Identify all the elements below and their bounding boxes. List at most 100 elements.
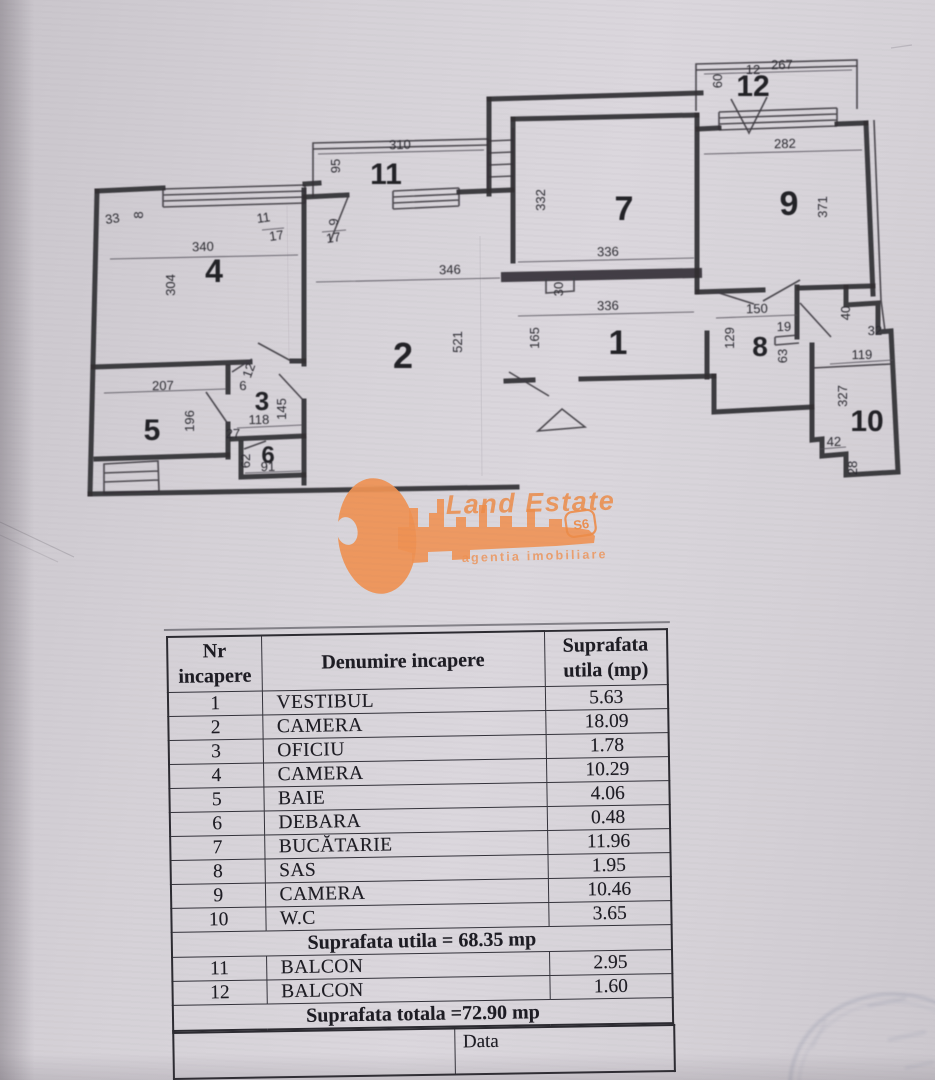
room-number: 9 [780,185,799,223]
dimension-label: 336 [597,298,619,313]
watermark-badge: S6 [572,516,590,533]
dimension-label: 9 [326,218,341,225]
data-label-cell: Data [454,1025,675,1075]
dimension-label: 267 [771,57,793,72]
key-hole [336,517,358,545]
cell-area: 3.65 [548,900,672,927]
dimension-label: 28 [845,461,860,475]
dimension-label: 521 [450,331,465,353]
cell-area: 4.06 [546,780,670,807]
room-number: 1 [609,324,628,362]
dimension-label: 11 [256,209,271,226]
dimension-label: 95 [328,159,343,173]
cell-nr: 3 [168,738,264,765]
dimension-label: 145 [274,398,289,420]
cell-area: 1.60 [549,973,673,1000]
cell-area: 0.48 [546,804,671,831]
room-number: 2 [393,335,413,376]
dimension-label: 19 [777,319,792,334]
dimension-label: 40 [838,306,853,320]
room-number: 10 [850,405,883,438]
cell-nr: 7 [170,834,265,861]
dimension-label: 207 [152,378,174,393]
room-number: 5 [144,414,161,447]
cell-area: 10.46 [547,876,672,903]
watermark-badge-frame [564,508,597,539]
floor-plan: 3383403041117917310953465212676012282371… [87,57,901,497]
cell-nr: 4 [169,762,264,789]
header-denumire: Denumire incapere [261,631,545,692]
signature-row-table: Data [172,1024,676,1080]
room-number: 11 [370,158,402,191]
watermark-brand: Land Estate [445,486,615,520]
cell-area: 10.29 [545,756,670,783]
walls [87,90,901,497]
dimension-label: 12 [239,361,258,380]
dimension-label: 282 [774,136,796,151]
room-number: 6 [261,442,274,469]
dimension-label: 304 [163,274,178,296]
cell-nr: 10 [171,906,266,933]
watermark-tagline: agentia imobiliare [462,547,608,565]
dimension-label: 371 [815,196,830,218]
dimension-label: 42 [827,434,842,449]
cell-nr: 9 [170,882,266,909]
cell-area: 5.63 [544,684,669,711]
cell-area: 1.95 [547,852,671,879]
cell-nr: 1 [167,691,263,717]
dimension-label: 129 [722,327,737,349]
header-suprafata: Suprafata utila (mp) [543,629,668,687]
room-number: 7 [615,190,634,228]
dimension-label: 6 [239,378,246,393]
cell-area: 2.95 [549,949,673,976]
key-skyline-shaft [398,499,595,563]
dimension-label: 17 [268,227,284,244]
door-swings [205,96,832,450]
header-nr-incapere: Nr incapere [167,635,262,693]
dimension-label: 63 [775,349,790,363]
signature-row: Data [173,1025,675,1079]
window-hatches [103,107,838,494]
cell-nr: 5 [169,786,264,813]
dimension-label: 327 [835,385,850,407]
dimension-label: 165 [527,327,542,349]
dimension-label: 27 [226,426,241,441]
dimension-label: 32 [868,323,883,338]
room-area-table: Nr incapere Denumire incapere Suprafata … [166,628,675,1032]
dimension-label: 91 [261,459,276,474]
dimension-label: 30 [551,282,566,296]
room-number: 12 [736,70,769,103]
dimension-label: 62 [238,454,253,468]
key-head [337,478,417,594]
cell-nr: 2 [168,714,263,741]
dimension-label: 150 [746,301,768,316]
cell-area: 1.78 [545,732,669,759]
room-number: 8 [752,331,768,362]
dimension-label: 8 [131,211,146,218]
dimension-label: 17 [325,229,341,246]
dimension-label: 118 [248,412,269,427]
dimension-label: 332 [533,189,548,211]
dimension-label: 336 [597,244,619,259]
entrance-door-symbol [535,407,588,432]
dimension-label: 310 [389,137,411,152]
dimension-label: 340 [192,239,214,254]
cell-area: 11.96 [547,828,671,855]
area-table-wrap: Nr incapere Denumire incapere Suprafata … [166,628,676,1080]
cell-area: 18.09 [545,708,669,735]
cell-nr: 11 [172,955,267,982]
room-number: 4 [205,253,223,289]
dimension-label: 12 [746,62,760,77]
paper-creases [0,44,913,563]
table-header-row: Nr incapere Denumire incapere Suprafata … [167,629,668,693]
dimension-label: 119 [851,347,872,362]
watermark: Land Estate S6 agentia imobiliare [336,478,616,594]
dimension-label: 346 [439,262,461,277]
dimension-label: 60 [710,74,725,88]
cell-nr: 8 [170,858,265,885]
dimension-lines [103,69,894,474]
cell-nr: 12 [172,979,267,1006]
